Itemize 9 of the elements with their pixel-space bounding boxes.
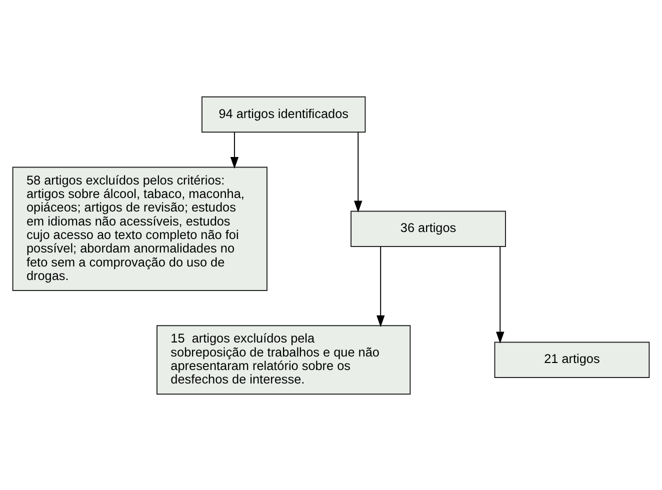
node-box: 58 artigos excluídos pelos critérios: artigos sobre álcool, tabaco, maconha, opiáceos; artigos de revisão; estudos em idiomas não acessíveis, estudos cujo acesso ao texto completo não foi possível; abordam anormalidades no feto sem a comprovação do uso de drogas. xyxy=(12,166,268,290)
arrow xyxy=(376,246,385,327)
node-box: 15 artigos excluídos pela sobreposição de trabalhos e que não apresentaram relatório sobre os desfechos de interesse. xyxy=(156,324,411,394)
node-box: 21 artigos xyxy=(494,341,650,378)
arrow xyxy=(496,246,504,344)
arrow xyxy=(354,131,362,212)
node-box: 36 artigos xyxy=(350,210,506,246)
node-box: 94 artigos identificados xyxy=(201,96,366,132)
arrow xyxy=(230,131,239,168)
